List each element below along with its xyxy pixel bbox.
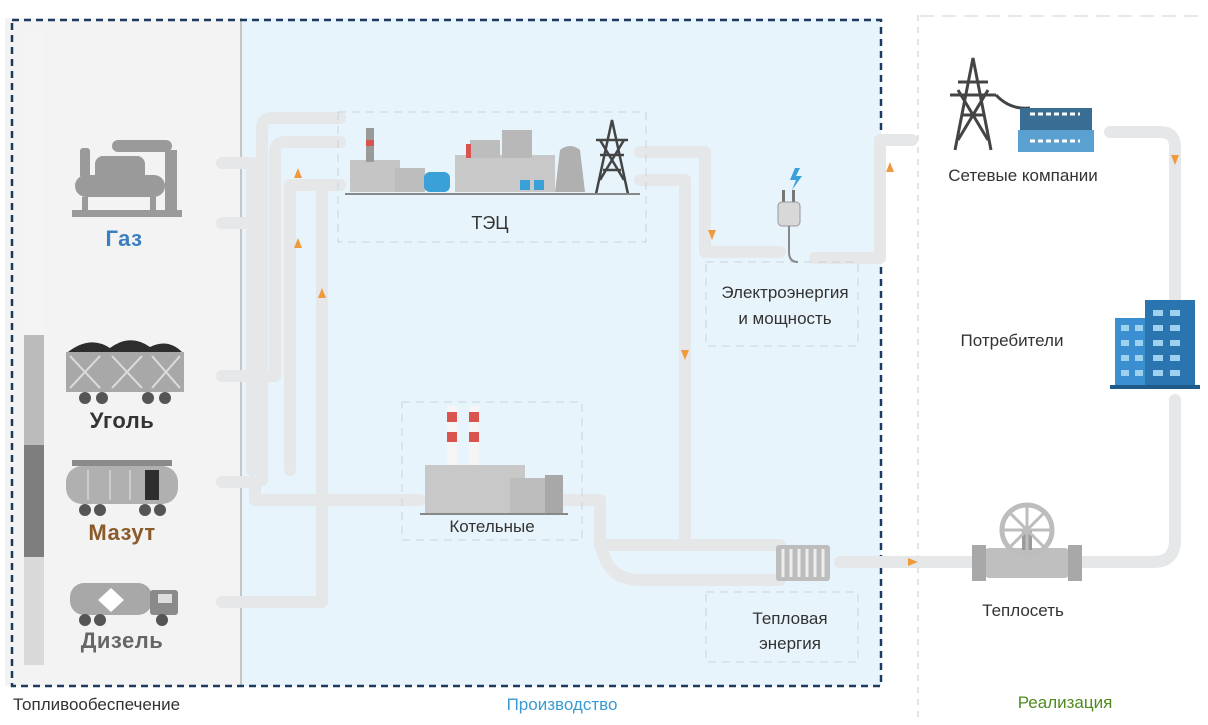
production-frame: [10, 18, 883, 688]
electricity-label-line2: и мощность: [738, 309, 832, 328]
fuel-bar: [24, 30, 44, 665]
heat-label-line1: Тепловая: [752, 609, 828, 628]
section-realization-label: Реализация: [1017, 693, 1113, 712]
consumers-label: Потребители: [960, 331, 1064, 350]
chp-label: ТЭЦ: [471, 213, 509, 233]
section-production-label: Производство: [506, 695, 618, 714]
electricity-label-line1: Электроэнергия: [721, 283, 849, 302]
fuel-label-diesel: Дизель: [80, 628, 164, 653]
mazut-tank-wagon-icon: [66, 460, 178, 516]
coal-wagon-icon: [66, 340, 184, 404]
fuel-label-gas: Газ: [105, 226, 143, 251]
gas-tank-icon: [72, 140, 182, 217]
pipes: [216, 112, 1181, 608]
flow-arrows: [294, 155, 1179, 566]
heat-valve-icon: [972, 502, 1082, 581]
heat-network-label: Теплосеть: [982, 601, 1064, 620]
diesel-truck-icon: [70, 583, 178, 626]
grid-companies-label: Сетевые компании: [948, 166, 1098, 185]
heat-label-line2: энергия: [759, 634, 821, 653]
chp-plant-icon: [337, 111, 647, 243]
radiator-icon: [705, 545, 859, 663]
section-supply-label: Топливообеспечение: [13, 695, 181, 714]
boilers-label: Котельные: [449, 517, 535, 536]
building-icon: [1110, 300, 1200, 389]
fuel-label-coal: Уголь: [89, 408, 155, 433]
boiler-house-icon: [401, 401, 583, 541]
grid-tower-icon: [950, 57, 1094, 152]
fuel-label-mazut: Мазут: [88, 520, 156, 545]
plug-icon: [705, 168, 859, 347]
